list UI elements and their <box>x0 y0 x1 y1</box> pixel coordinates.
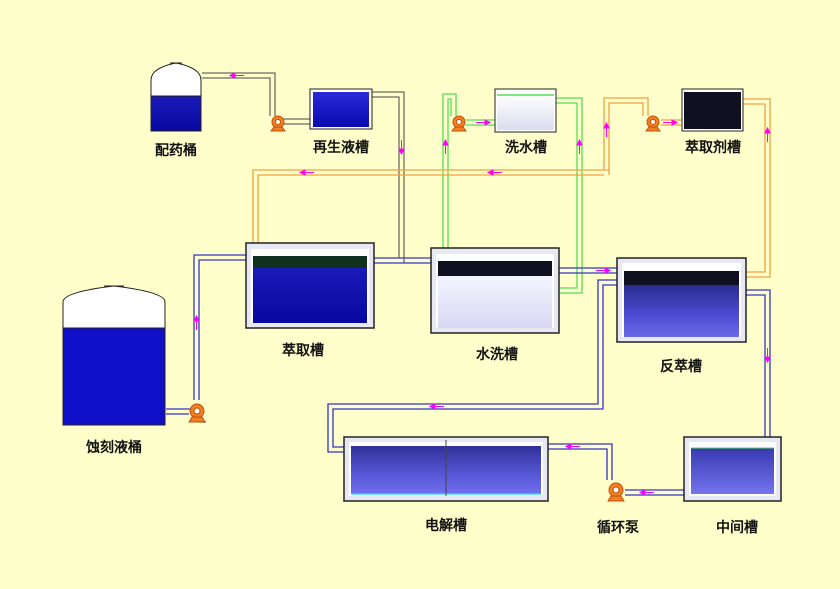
centrifugal-pump-icon <box>451 115 467 132</box>
dosing-drum <box>150 62 202 132</box>
regen-tank-label: 再生液槽 <box>313 140 369 156</box>
pipe-intermediate-to-electrolysis <box>548 443 686 496</box>
flow-direction-arrow-icon <box>663 119 679 126</box>
extraction-tank <box>245 242 375 329</box>
centrifugal-pump-icon <box>188 403 206 423</box>
water-wash-tank <box>430 247 560 334</box>
flow-direction-arrow-icon <box>564 443 580 450</box>
extractant-tank-label: 萃取剂槽 <box>685 140 741 156</box>
pump-extractant <box>645 115 661 132</box>
etching-drum <box>62 285 166 426</box>
water-wash-tank-label: 水洗槽 <box>476 347 518 363</box>
etching-drum-label: 蚀刻液桶 <box>86 440 142 456</box>
flow-direction-arrow-icon <box>398 140 405 156</box>
pump-wash-water <box>451 115 467 132</box>
flow-direction-arrow-icon <box>228 72 244 79</box>
flow-direction-arrow-icon <box>428 403 444 410</box>
wash-water-tank-label: 洗水槽 <box>505 140 547 156</box>
flow-direction-arrow-icon <box>298 169 314 176</box>
flow-direction-arrow-icon <box>476 119 492 126</box>
centrifugal-pump-icon <box>607 482 625 502</box>
pump-dosing <box>270 115 286 132</box>
back-extraction-tank-label: 反萃槽 <box>660 359 702 375</box>
back-extraction-tank <box>616 257 747 343</box>
pipe-back-to-electrolysis <box>327 279 622 453</box>
extractant-tank <box>681 88 744 132</box>
electrolysis-tank-label: 电解槽 <box>425 518 467 534</box>
extraction-tank-label: 萃取槽 <box>282 343 324 359</box>
electrolysis-tank <box>343 436 549 502</box>
flow-arrows <box>193 72 771 496</box>
pipe-wash-water-loop <box>442 93 583 294</box>
circulation-pump <box>607 482 625 502</box>
flow-direction-arrow-icon <box>576 138 583 154</box>
pump-etching <box>188 403 206 423</box>
pipe-back-to-intermediate <box>746 289 771 440</box>
pipe-extraction-to-wash <box>374 257 620 274</box>
regen-tank <box>309 88 373 130</box>
flow-direction-arrow-icon <box>638 489 654 496</box>
centrifugal-pump-icon <box>270 115 286 132</box>
flow-direction-arrow-icon <box>486 169 502 176</box>
flow-direction-arrow-icon <box>442 138 449 154</box>
flow-direction-arrow-icon <box>764 126 771 142</box>
pipe-regen-to-extraction <box>372 91 405 264</box>
pipelines <box>166 72 771 496</box>
circulation-pump-label: 循环泵 <box>597 520 639 536</box>
wash-water-tank <box>494 88 557 133</box>
pipe-dosing-to-regen <box>202 72 312 125</box>
pipe-etching-to-extraction <box>166 254 250 423</box>
flow-direction-arrow-icon <box>764 348 771 364</box>
flow-direction-arrow-icon <box>193 314 200 330</box>
intermediate-tank <box>683 436 782 502</box>
dosing-drum-label: 配药桶 <box>155 143 197 159</box>
flow-direction-arrow-icon <box>596 267 612 274</box>
intermediate-tank-label: 中间槽 <box>716 520 758 536</box>
centrifugal-pump-icon <box>645 115 661 132</box>
flow-direction-arrow-icon <box>603 121 610 137</box>
